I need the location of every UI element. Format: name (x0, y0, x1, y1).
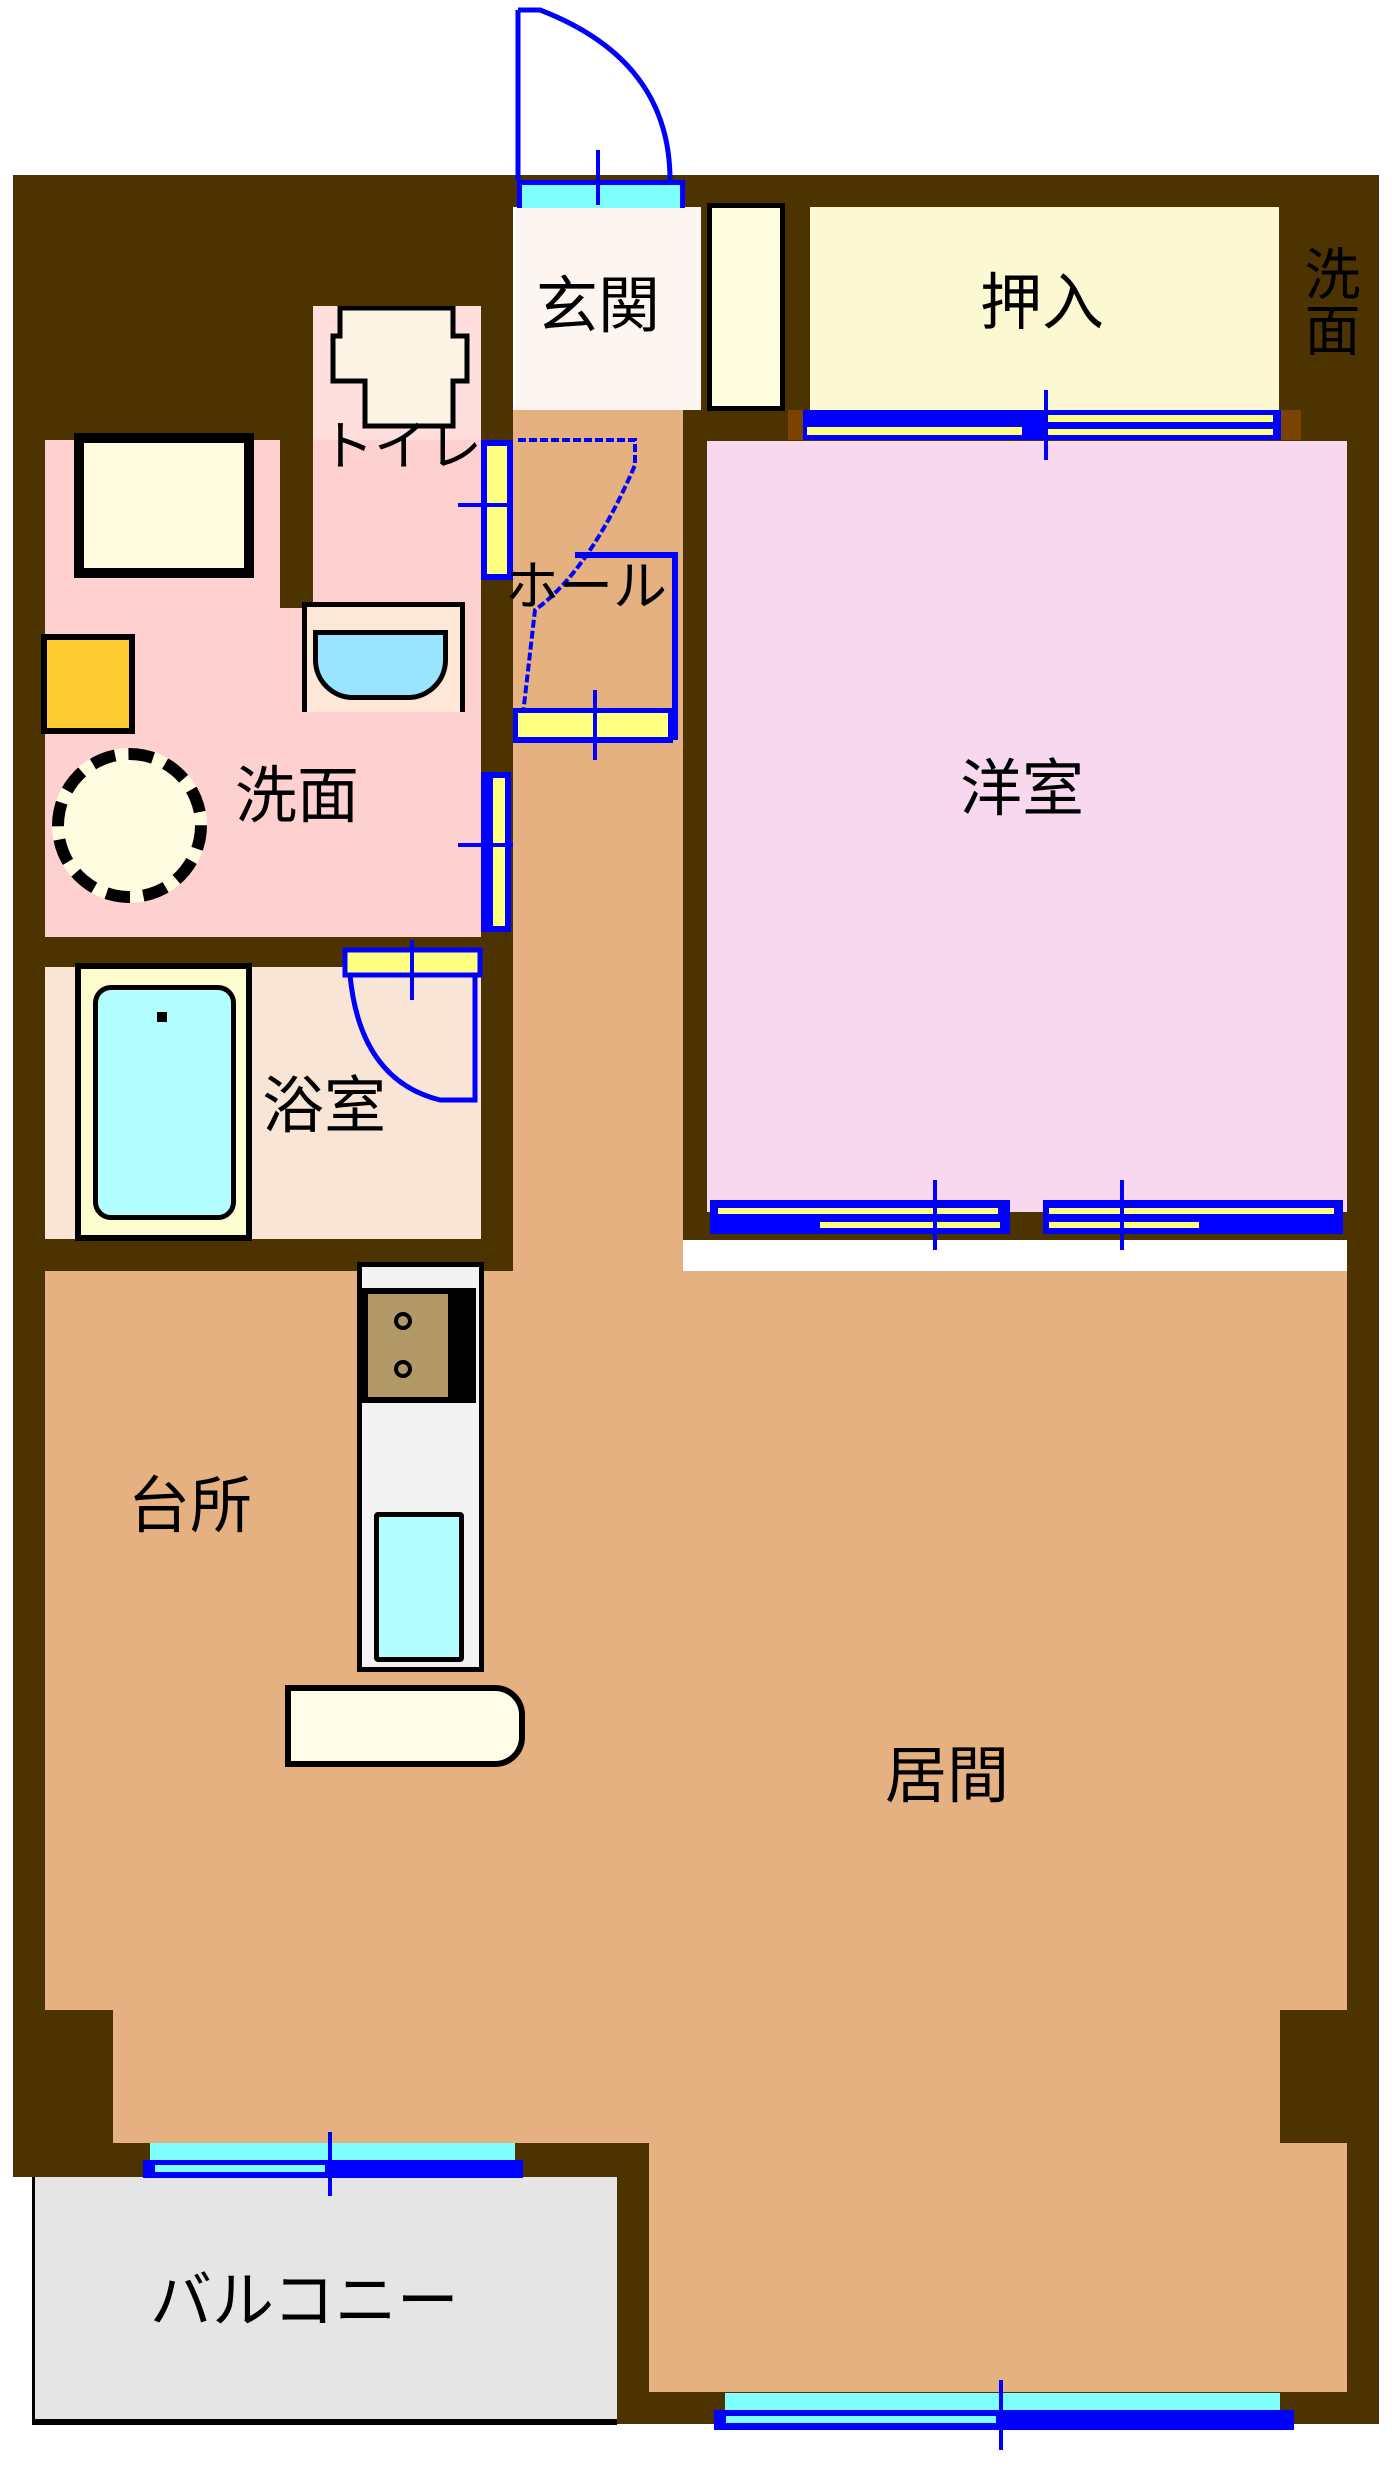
room-label-bathroom: 浴室 (262, 1069, 387, 1142)
toilet-bowl-icon (330, 306, 470, 429)
burner-icon (394, 1360, 412, 1378)
outer-wall-left (13, 175, 45, 2175)
washroom-door-tick (458, 843, 513, 847)
room-label-oshiire: 押入 (980, 266, 1105, 339)
bathtub-drain-icon (157, 1012, 167, 1022)
entrance-door-sill (517, 180, 685, 208)
balcony-window-left-glass (150, 2143, 515, 2163)
western-room-floor (707, 441, 1347, 1212)
vanity-sink-basin (313, 630, 448, 700)
wall-balcony-divider (617, 2143, 649, 2424)
kitchen-sink (374, 1512, 464, 1662)
burner-icon (394, 1312, 412, 1330)
entrance-floor (516, 207, 701, 410)
hall-door-swing[interactable] (510, 430, 690, 750)
closet-door-tick (1044, 390, 1048, 460)
living-floor-lower-strip (113, 2010, 1280, 2143)
living-floor-main (45, 1271, 1347, 2010)
entrance-door-tick (596, 150, 600, 205)
bathroom-door-swing[interactable] (340, 940, 490, 1120)
living-floor-lower (649, 2143, 1347, 2392)
room-label-western-room: 洋室 (960, 752, 1085, 825)
western-room-sliding-door-left[interactable] (710, 1200, 1010, 1234)
washing-machine-pan (74, 433, 254, 578)
washroom-door-sliding[interactable] (481, 772, 511, 932)
closet-floor (810, 207, 1279, 410)
bar-counter (285, 1685, 525, 1767)
western-door-tick-left (933, 1180, 937, 1250)
closet-sliding-door[interactable] (803, 410, 1281, 440)
western-room-sliding-door-right[interactable] (1043, 1200, 1343, 1234)
closet-door-jamb-right (1279, 410, 1301, 440)
gas-stove[interactable] (362, 1288, 476, 1403)
room-label-washroom: 洗面 (235, 759, 360, 832)
bathtub-water (93, 985, 236, 1220)
wall-wash-notch (280, 440, 313, 608)
laundry-box (41, 634, 135, 734)
balcony-window-left-tick (328, 2132, 332, 2196)
toilet-door-tick (458, 503, 513, 507)
toilet-door-sliding[interactable] (481, 440, 513, 580)
balcony-window-bottom[interactable] (714, 2410, 1294, 2430)
western-door-tick-right (1120, 1180, 1124, 1250)
wall-lower-left-step (13, 2010, 113, 2177)
room-label-balcony: バルコニー (150, 2264, 459, 2337)
room-label-kitchen: 台所 (128, 1469, 253, 1542)
room-label-genkan: 玄関 (536, 269, 661, 342)
shoe-cabinet (707, 203, 785, 411)
balcony-window-left[interactable] (143, 2160, 523, 2178)
balcony-window-bottom-tick (999, 2380, 1003, 2450)
room-label-senmen-side: 洗面 (1295, 245, 1360, 357)
room-label-toilet: トイレ (320, 415, 482, 478)
entrance-door-swing[interactable] (500, 0, 700, 200)
hall-door-tick (593, 690, 597, 760)
round-tub-icon (52, 748, 207, 903)
room-label-hall: ホール (505, 555, 667, 618)
room-label-living: 居間 (885, 1739, 1010, 1812)
balcony-floor (32, 2177, 617, 2425)
